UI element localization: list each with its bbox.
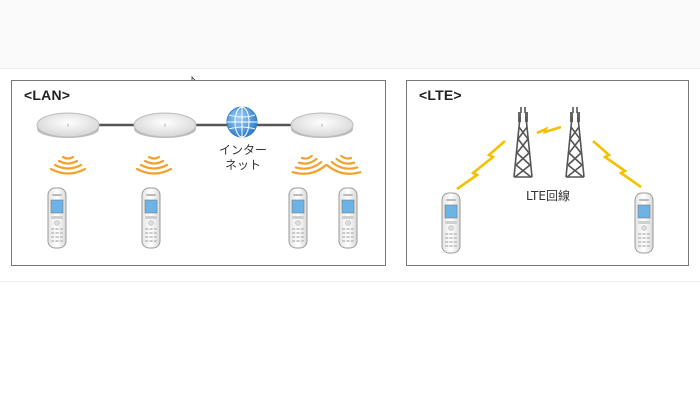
lte-panel-title: <LTE>: [419, 87, 462, 103]
phone-icon: [47, 187, 67, 249]
cell-tower-icon: [513, 106, 533, 178]
bottom-divider: [0, 281, 700, 282]
lightning-icon: [536, 125, 562, 135]
phone-icon: [441, 192, 461, 254]
access-point-icon: [290, 112, 354, 139]
top-band: [0, 0, 700, 69]
lte-diagram: [441, 106, 654, 254]
cell-tower-icon: [565, 106, 585, 178]
phone-icon: [634, 192, 654, 254]
access-point-icon: [36, 112, 100, 139]
phone-icon: [141, 187, 161, 249]
lte-line-label: LTE回線: [526, 189, 570, 203]
lightning-icon: [592, 140, 642, 189]
internet-label-line2: ネット: [224, 158, 261, 172]
lan-panel: <LAN> インター ネット: [11, 80, 386, 266]
wifi-wave-icon: [135, 155, 173, 175]
access-point-icon: [133, 112, 197, 139]
wifi-wave-icon: [325, 152, 364, 178]
lightning-icon: [456, 140, 506, 191]
globe-icon: [226, 106, 258, 138]
wifi-wave-icon: [49, 155, 87, 175]
phone-icon: [288, 187, 308, 249]
lan-panel-title: <LAN>: [24, 87, 71, 103]
internet-label-line1: インター: [218, 143, 267, 157]
phone-icon: [338, 187, 358, 249]
wifi-wave-icon: [289, 152, 328, 178]
lte-panel: <LTE> LTE回線: [406, 80, 689, 266]
lan-diagram: [36, 106, 364, 249]
